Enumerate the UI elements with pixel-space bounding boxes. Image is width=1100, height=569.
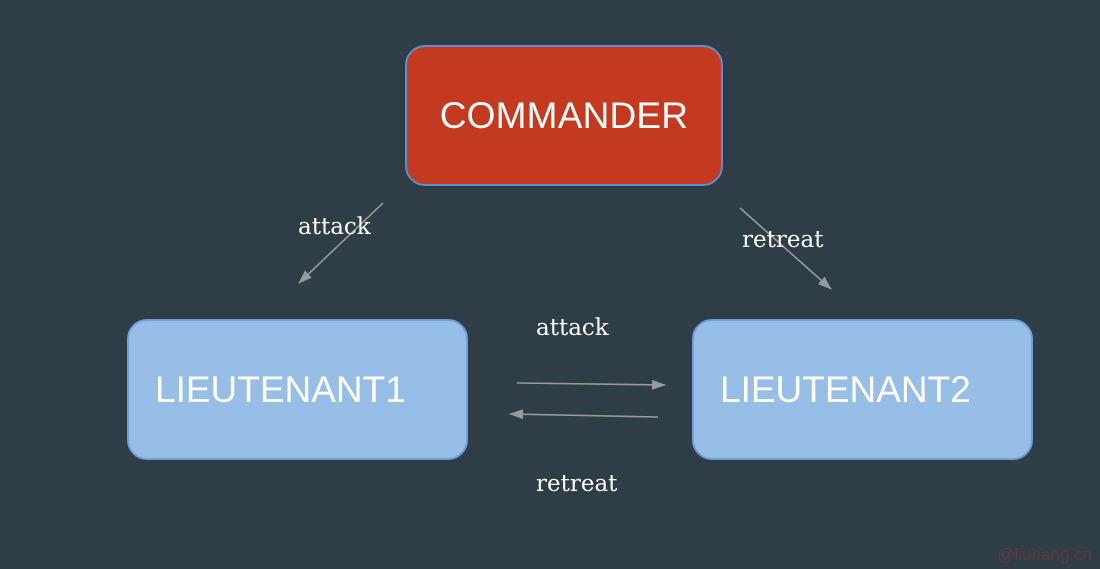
edge-label-lieutenant2-to-lieutenant1: retreat — [536, 471, 618, 497]
arrow-lieutenant2-to-lieutenant1 — [509, 409, 659, 420]
edge-label-commander-to-lieutenant2: retreat — [742, 227, 824, 253]
edge-label-lieutenant1-to-lieutenant2: attack — [536, 315, 609, 341]
lieutenant2-node: LIEUTENANT2 — [692, 319, 1033, 460]
lieutenant2-label: LIEUTENANT2 — [720, 368, 971, 410]
lieutenant1-node: LIEUTENANT1 — [127, 319, 468, 460]
edge-label-commander-to-lieutenant1: attack — [298, 214, 371, 240]
watermark: @liubang.cn — [997, 545, 1092, 564]
commander-node: COMMANDER — [405, 45, 723, 186]
arrow-commander-to-lieutenant2 — [739, 207, 832, 290]
arrow-lieutenant1-to-lieutenant2 — [516, 379, 666, 390]
lieutenant1-label: LIEUTENANT1 — [155, 368, 406, 410]
arrow-commander-to-lieutenant1 — [298, 202, 384, 284]
commander-label: COMMANDER — [439, 94, 689, 136]
